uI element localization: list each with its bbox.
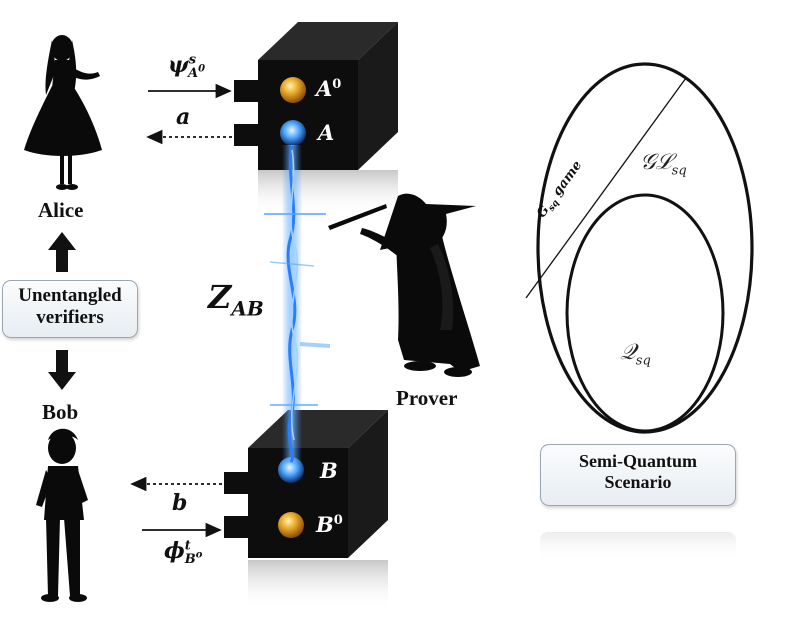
- game-boundary-line: [525, 77, 687, 299]
- alice-input-label: ψsA0: [168, 52, 206, 82]
- entanglement-beam: [264, 145, 331, 463]
- outer-set-label: 𝒢ℒsq: [640, 150, 687, 179]
- alice-output-label: a: [176, 104, 191, 130]
- bob-output-label: b: [172, 490, 188, 516]
- blue-orb-icon: [280, 120, 306, 146]
- verifiers-line1: Unentangled: [18, 285, 122, 306]
- scenario-box: Semi-Quantum Scenario: [540, 444, 736, 506]
- alice-silhouette: [24, 35, 102, 190]
- bottom-port-lower-label: B0: [316, 512, 343, 537]
- alice-label: Alice: [38, 198, 84, 222]
- top-port-lower-label: A: [318, 120, 335, 145]
- top-cube-reflection: [258, 170, 398, 215]
- up-arrow-to-alice: [48, 232, 76, 272]
- shared-state-label: ZAB: [208, 278, 264, 321]
- scenario-box-reflection: [540, 532, 736, 562]
- inner-set-ellipse: [565, 193, 725, 433]
- bob-input-label: ϕtBo: [164, 538, 203, 568]
- prover-wizard-silhouette: [328, 193, 480, 377]
- scenario-line2: Scenario: [604, 471, 672, 492]
- inner-set-label: 𝒬sq: [620, 340, 651, 369]
- blue-orb-icon: [278, 457, 304, 483]
- verifiers-line2: verifiers: [36, 306, 104, 328]
- bob-silhouette: [36, 428, 88, 602]
- scenario-line1: Semi-Quantum: [578, 451, 697, 471]
- bottom-port-upper-label: B: [320, 458, 338, 483]
- prover-label: Prover: [396, 386, 458, 410]
- gold-orb-icon: [280, 77, 306, 103]
- bottom-measurement-cube: [224, 410, 388, 558]
- bottom-cube-reflection: [248, 560, 388, 610]
- top-measurement-cube: [234, 22, 398, 170]
- verifiers-box: Unentangled verifiers: [2, 280, 138, 338]
- down-arrow-to-bob: [48, 350, 76, 390]
- bob-label: Bob: [42, 400, 79, 424]
- gold-orb-icon: [278, 512, 304, 538]
- outer-set-ellipse: [536, 62, 754, 434]
- top-port-upper-label: A0: [316, 76, 342, 101]
